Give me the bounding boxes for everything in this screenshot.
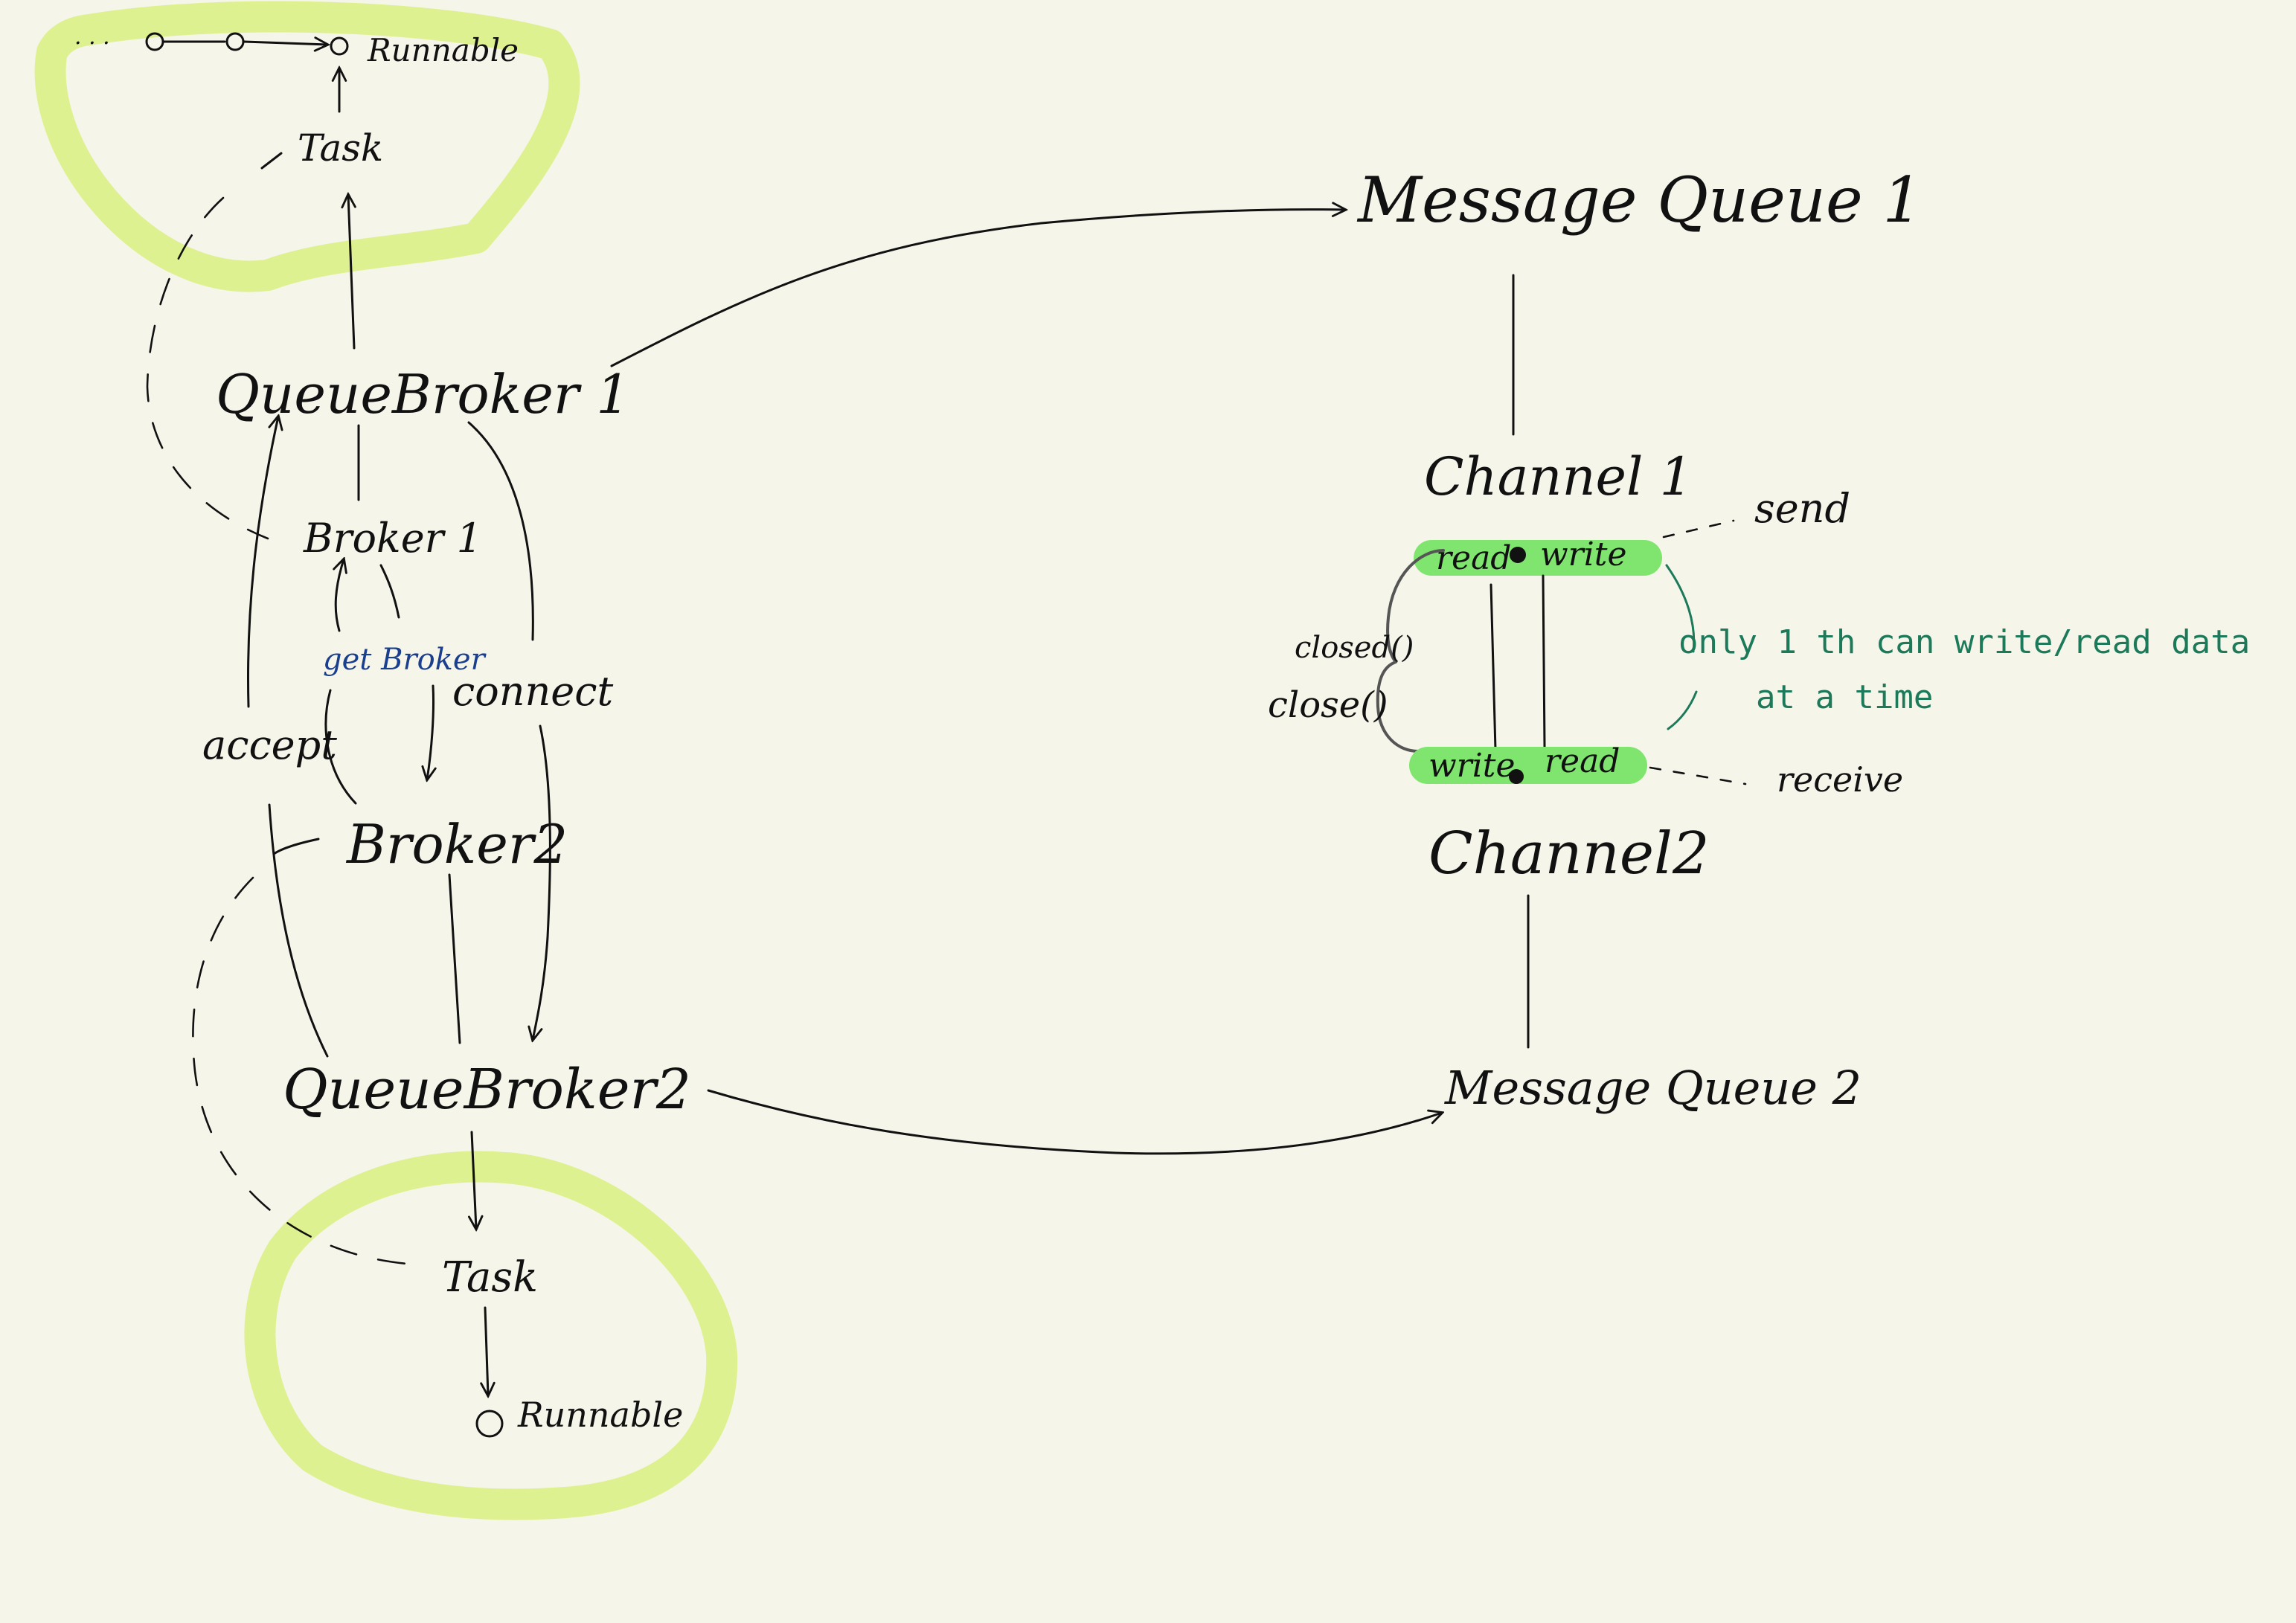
line-broker2-queuebroker2 [448,873,461,1044]
arrow-getbroker-to-broker1 [336,559,344,632]
svg-text:· · ·: · · · [74,30,110,57]
channel1-bar [1414,540,1662,576]
dashed-send [1662,519,1735,539]
task-top-label: Task [298,126,383,170]
arrow-task-to-runnable-bottom [485,1306,488,1395]
curve-left-of-broker2 [272,838,320,855]
curve-accept-down-to-queuebroker2 [268,803,329,1058]
note-line-2: at a time [1756,678,1933,716]
channel-line-right [1542,574,1546,748]
channel2-bar [1409,747,1647,784]
note-line-1: only 1 th can write/read data [1678,623,2250,661]
note-bracket [1665,564,1696,653]
queue-broker-2-label: QueueBroker2 [283,1058,691,1122]
curve-queuebroker1-to-connect [467,421,534,641]
channel-1-label: Channel 1 [1424,446,1693,507]
arrow-accept-to-queuebroker1 [247,417,278,708]
connect-label: connect [452,668,614,715]
arrow-queuebroker2-to-task [472,1131,476,1229]
arrow-queuebroker1-to-task [348,195,354,350]
tick-near-task-top [260,152,283,170]
closed-label: closed() [1295,631,1414,665]
send-label: send [1754,485,1850,532]
channel1-write-label: write [1540,536,1627,573]
runnable-top-label: Runnable [367,32,519,68]
arrow-queuebroker1-to-messagequeue1 [610,210,1345,367]
channel2-write-label: write [1428,747,1516,785]
dashed-curve-broker2-to-task [192,876,418,1266]
channel1-read-label: read [1436,539,1511,577]
channel2-bar-dot [1509,769,1524,784]
message-queue-2-label: Message Queue 2 [1444,1061,1862,1115]
accept-label: accept [202,721,337,768]
channel-line-left [1489,583,1497,751]
dashed-receive [1649,766,1747,785]
curve-accept-to-broker2 [324,689,357,805]
runnable-bottom-label: Runnable [517,1395,683,1435]
arrow-down-to-broker2 [427,684,434,780]
channel1-bar-dot [1510,547,1526,563]
receive-label: receive [1777,759,1903,800]
channel-brace [1376,549,1445,753]
line-getbroker-right [379,564,400,619]
runnable-chain-top: · · · [74,30,349,57]
get-broker-label: get Broker [323,643,487,677]
queue-broker-1-label: QueueBroker 1 [216,363,630,425]
close-label: close() [1268,684,1388,726]
channel-2-label: Channel2 [1428,820,1710,887]
runnable-bottom-dot [475,1410,504,1438]
arrow-queuebroker2-to-messagequeue2 [707,1089,1442,1155]
top-highlight-blob [34,1,580,292]
dashed-curve-task-to-broker1 [146,196,269,540]
broker-1-label: Broker 1 [303,515,482,562]
channel2-read-label: read [1545,742,1620,780]
message-queue-1-label: Message Queue 1 [1356,164,1923,237]
broker-2-label: Broker2 [345,813,568,875]
bottom-highlight-blob [244,1151,738,1520]
task-bottom-label: Task [442,1253,538,1302]
arrow-connect-to-queuebroker2 [533,724,551,1040]
note-bracket-lower [1667,690,1698,730]
